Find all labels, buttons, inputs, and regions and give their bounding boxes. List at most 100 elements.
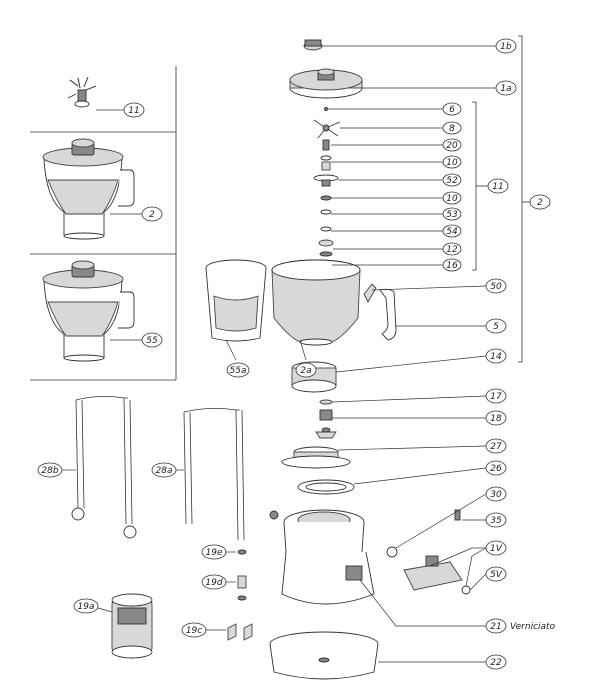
callout-11-group: 11 [487,178,509,194]
callout-2-group: 2 [529,194,551,210]
callout-12: 12 [442,242,462,256]
callout-28b: 28b [37,462,63,478]
callout-label: 11 [492,182,503,192]
callout-label: 19e [206,548,223,558]
callout-label: 14 [490,352,502,362]
callout-54: 54 [442,224,462,238]
callout-19c: 19c [181,622,207,638]
callout-1v: 1V [485,540,507,556]
callout-label: 16 [446,261,458,271]
left-panel-frame [30,66,177,381]
callout-label: 19c [186,626,202,636]
callout-label: 6 [449,105,455,115]
callout-27: 27 [485,438,507,454]
callout-19a: 19a [73,598,99,614]
callout-label: 11 [128,106,139,116]
callout-label: 55a [230,366,247,376]
callout-label: 22 [490,658,502,668]
small-blade-assembly [67,76,97,108]
bottom-cover [269,631,379,680]
callout-label: 21 [490,622,501,632]
callout-21: 21 Verniciato [485,618,556,634]
callout-55: 55 [141,332,163,348]
frame-28b [71,396,137,539]
handle-parts [363,283,397,341]
callout-label: 1a [500,84,511,94]
callout-label: 12 [446,245,458,255]
callout-label: 55 [146,336,158,346]
callout-label: 2 [149,210,155,220]
callout-55a: 55a [226,362,250,378]
callout-label: 2 [537,198,543,208]
callout-label: 54 [446,227,458,237]
callout-16: 16 [442,258,462,272]
callout-label: 53 [446,210,458,220]
shaft-stack [313,139,339,257]
callout-50: 50 [485,278,507,294]
callout-22: 22 [485,654,507,670]
jug-bottom [42,260,135,362]
callout-18: 18 [485,410,507,426]
control-board [403,509,471,595]
jug-body [271,259,361,346]
small-parts-19 [227,549,253,641]
frame-28a [183,408,245,541]
callout-19e: 19e [201,544,227,560]
base-housing [269,509,398,605]
callout-label: 52 [446,176,458,186]
callout-19d: 19d [201,574,227,590]
blade [313,107,341,139]
callout-26: 26 [485,460,507,476]
callout-20: 20 [442,138,462,152]
callout-label: 50 [490,282,502,292]
callout-label: 8 [449,124,455,134]
callout-label: 5V [490,570,503,580]
callout-label: 1V [490,544,503,554]
callout-label: 10 [446,158,458,168]
group-brackets [472,35,530,363]
callout-53: 53 [442,207,462,221]
callout-17: 17 [485,388,507,404]
callout-5v: 5V [485,566,507,582]
callout-label: 18 [490,414,502,424]
callout-10b: 10 [442,191,462,205]
callout-label: 20 [446,141,458,151]
callout-2a: 2a [295,362,317,378]
callout-label: 19d [205,578,222,588]
callout-14: 14 [485,348,507,364]
callout-35: 35 [485,512,507,528]
callout-1b: 1b [495,38,517,54]
callout-label: 30 [490,490,502,500]
callout-label: 35 [490,516,502,526]
callout-52: 52 [442,173,462,187]
callout-label: 17 [490,392,502,402]
lid-cap [303,39,323,51]
motor-19a [111,593,153,659]
callout-30: 30 [485,486,507,502]
callout-28a: 28a [151,462,177,478]
callout-1a: 1a [495,80,517,96]
leader-lines [62,45,496,663]
jug-top [42,138,135,240]
callout-6: 6 [442,102,462,116]
callout-label: 28a [156,466,173,476]
callout-11: 11 [123,102,145,118]
filter-basket [205,259,267,342]
lid [289,68,363,99]
callout-label: 1b [500,42,512,52]
callout-21-note: Verniciato [510,622,556,632]
callout-2: 2 [141,206,163,222]
callout-label: 2a [300,366,311,376]
callout-label: 5 [493,322,499,332]
callout-10a: 10 [442,155,462,169]
motor-ring [281,446,351,469]
callout-label: 19a [78,602,95,612]
callout-8: 8 [442,121,462,135]
callout-label: 10 [446,194,458,204]
callout-label: 26 [490,464,502,474]
callout-5: 5 [485,318,507,334]
callout-label: 28b [41,466,58,476]
callout-label: 27 [490,442,502,452]
gasket [297,479,355,495]
